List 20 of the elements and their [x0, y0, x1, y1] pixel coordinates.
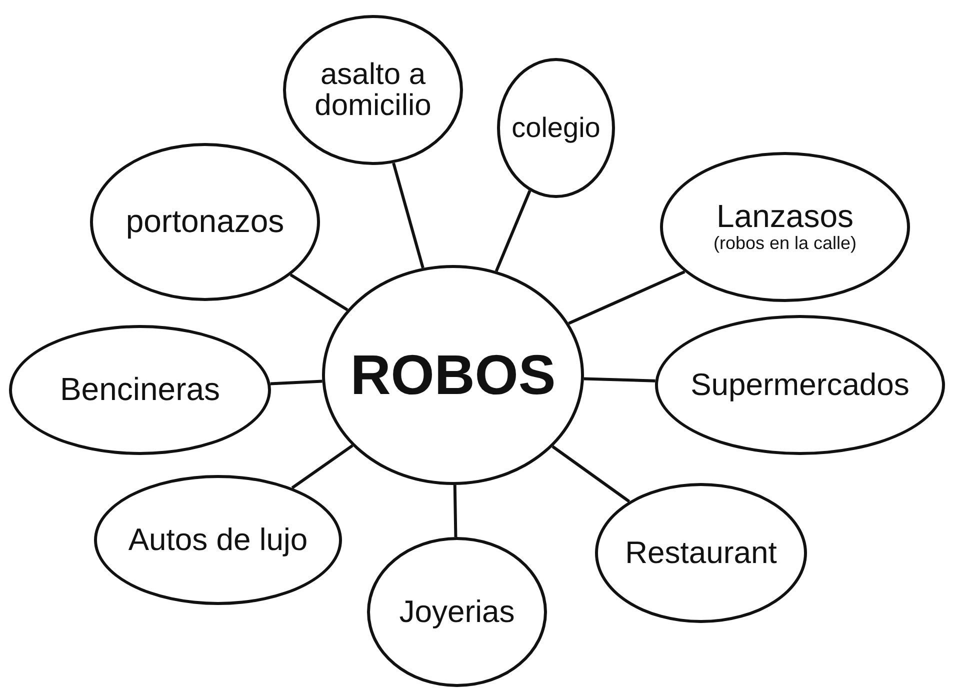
node-text: Lanzasos — [716, 200, 854, 234]
node-subtext: (robos en la calle) — [713, 233, 857, 254]
node-text: asalto a domicilio — [314, 58, 432, 122]
connector-line — [568, 270, 686, 325]
connector-line — [291, 444, 354, 490]
connector-line — [270, 380, 322, 386]
node-text: ROBOS — [350, 346, 556, 404]
node-text: Joyerias — [399, 596, 515, 628]
node-text: Supermercados — [690, 368, 910, 402]
connector-line — [552, 445, 630, 503]
connector-line — [494, 190, 532, 272]
node-text: Autos de lujo — [128, 524, 308, 556]
connector-line — [290, 274, 348, 312]
node-text: colegio — [512, 113, 600, 143]
connector-line — [392, 162, 424, 268]
connector-line — [584, 377, 656, 382]
node-text: Restaurant — [625, 536, 777, 570]
connector-line — [453, 484, 458, 538]
node-text: portonazos — [126, 205, 284, 239]
node-text: Bencineras — [60, 373, 220, 407]
